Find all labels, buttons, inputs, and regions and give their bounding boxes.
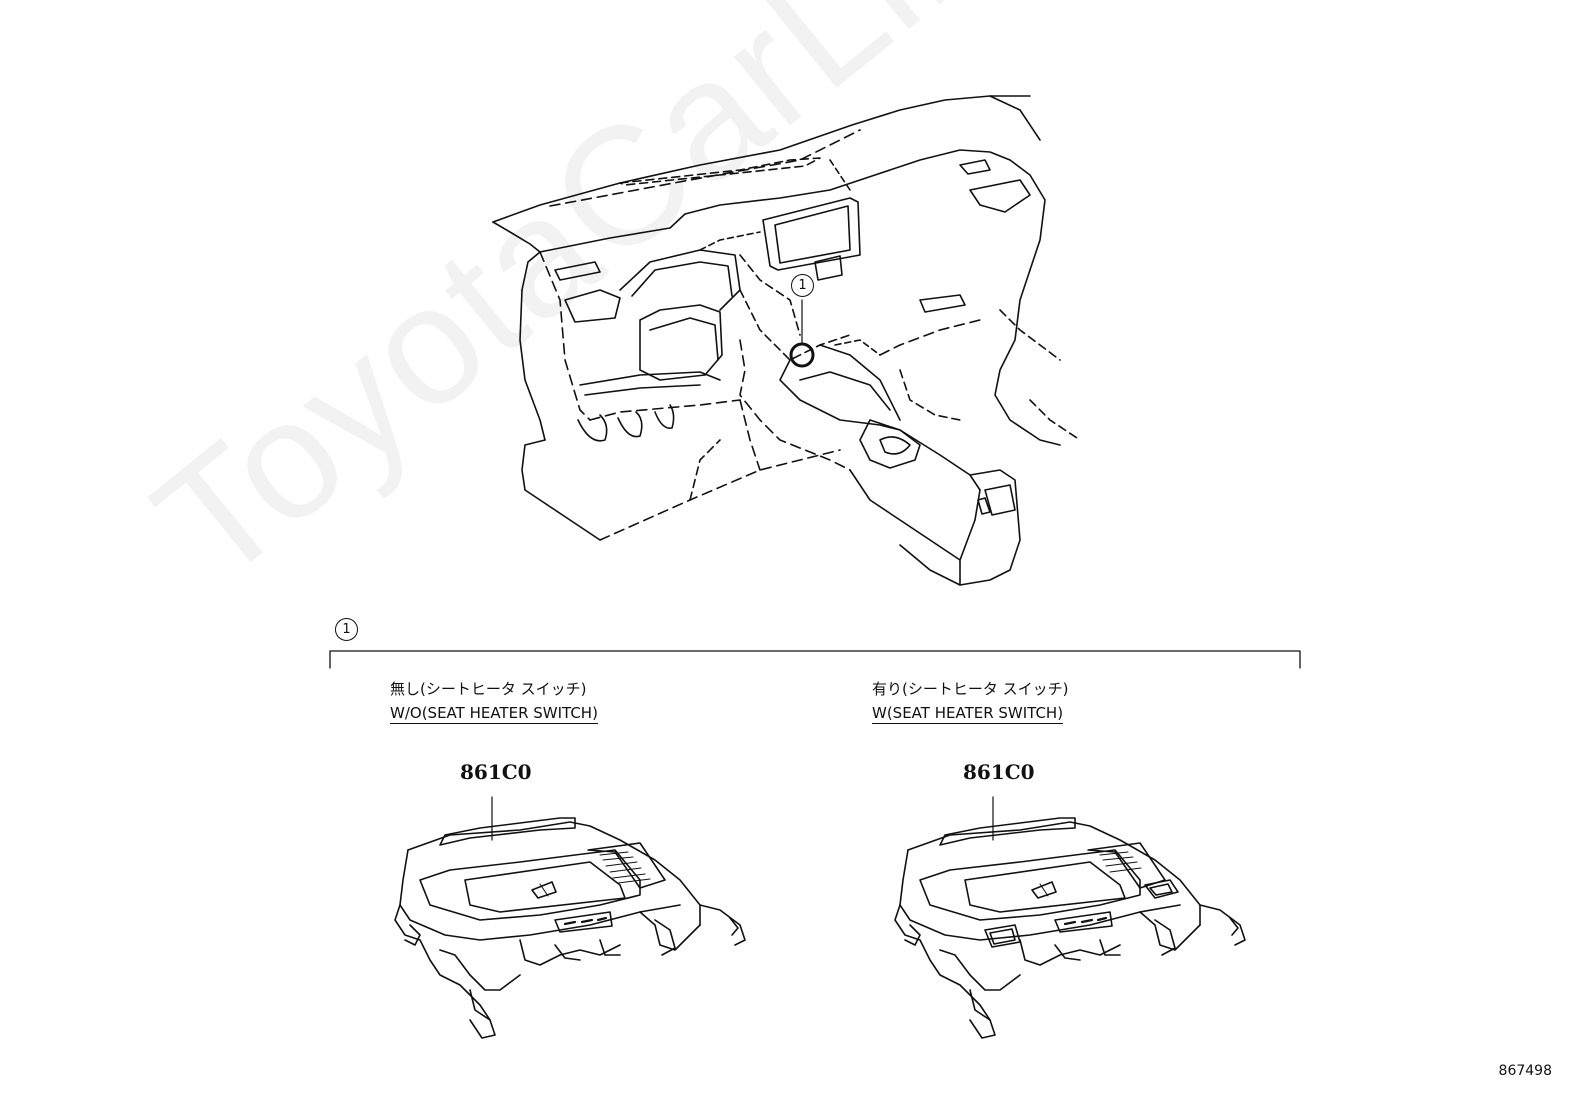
- left-part-illustration: [394, 796, 746, 1039]
- location-marker: [789, 342, 815, 368]
- left-part-number: 861C0: [460, 760, 532, 784]
- right-variant-label-jp: 有り(シートヒータ スイッチ): [872, 680, 1069, 698]
- illustration-number: 867498: [1498, 1063, 1552, 1079]
- right-variant-label-en: W(SEAT HEATER SWITCH): [872, 704, 1064, 724]
- left-variant-label-en: W/O(SEAT HEATER SWITCH): [390, 704, 598, 724]
- right-part-number: 861C0: [963, 760, 1035, 784]
- callout-marker-section: 1: [335, 618, 358, 641]
- section-bracket: [329, 650, 1301, 669]
- callout-marker-dashboard: 1: [791, 274, 814, 297]
- right-part-illustration: [894, 796, 1246, 1039]
- dashboard-illustration: [492, 95, 1081, 586]
- left-variant-label-jp: 無し(シートヒータ スイッチ): [390, 680, 587, 698]
